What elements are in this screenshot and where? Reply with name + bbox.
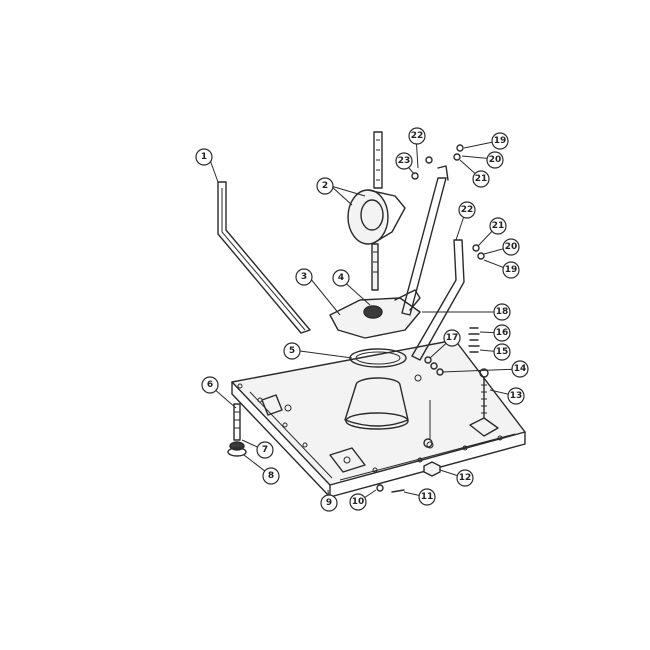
svg-text:13: 13	[510, 391, 523, 401]
svg-text:11: 11	[421, 492, 434, 502]
svg-text:20: 20	[489, 155, 502, 165]
svg-text:21: 21	[475, 174, 488, 184]
center-cone	[344, 377, 409, 430]
hardware-upper-right	[411, 144, 485, 260]
callout-22-upper: 22	[408, 127, 426, 145]
callout-21-lower: 21	[489, 217, 507, 235]
svg-text:14: 14	[514, 364, 527, 374]
pulley-assembly	[329, 289, 421, 339]
callout-18: 18	[493, 303, 511, 321]
svg-text:10: 10	[352, 497, 365, 507]
callout-3: 3	[295, 268, 313, 286]
brace-rod-right	[411, 239, 465, 361]
callout-7: 7	[256, 441, 274, 459]
svg-text:17: 17	[446, 333, 459, 343]
callout-1: 1	[195, 148, 213, 166]
svg-text:7: 7	[262, 445, 268, 455]
screw-10-11	[376, 484, 405, 493]
nut-12	[423, 461, 441, 477]
svg-text:2: 2	[322, 181, 328, 191]
svg-text:18: 18	[496, 307, 509, 317]
spring-stack	[468, 327, 480, 353]
bolt-stack-14	[423, 356, 444, 448]
svg-text:9: 9	[326, 498, 332, 508]
callout-5: 5	[283, 342, 301, 360]
callout-10: 10	[349, 493, 367, 511]
callout-6: 6	[201, 376, 219, 394]
callout-16: 16	[493, 324, 511, 342]
bracket-arm	[217, 181, 311, 334]
callout-4: 4	[332, 269, 350, 287]
callout-17: 17	[443, 329, 461, 347]
svg-text:8: 8	[268, 471, 274, 481]
callout-9: 9	[320, 494, 338, 512]
svg-text:3: 3	[301, 272, 307, 282]
callout-8: 8	[262, 467, 280, 485]
callout-20-upper: 20	[486, 151, 504, 169]
transmission-gearcase	[347, 131, 406, 291]
svg-text:22: 22	[411, 131, 424, 141]
svg-text:15: 15	[496, 347, 509, 357]
bolt-13	[469, 368, 499, 437]
svg-text:16: 16	[496, 328, 509, 338]
leveling-foot	[227, 403, 247, 457]
svg-text:6: 6	[207, 380, 213, 390]
callout-21-upper: 21	[472, 170, 490, 188]
callout-14: 14	[511, 360, 529, 378]
callout-13: 13	[507, 387, 525, 405]
callout-2: 2	[316, 177, 334, 195]
svg-text:21: 21	[492, 221, 505, 231]
callout-19-upper: 19	[491, 132, 509, 150]
svg-text:4: 4	[338, 273, 344, 283]
svg-text:19: 19	[505, 265, 518, 275]
callout-22-lower: 22	[458, 201, 476, 219]
callout-23: 23	[395, 152, 413, 170]
svg-text:12: 12	[459, 473, 472, 483]
svg-text:19: 19	[494, 136, 507, 146]
callout-11: 11	[418, 488, 436, 506]
svg-text:20: 20	[505, 242, 518, 252]
callout-15: 15	[493, 343, 511, 361]
svg-text:5: 5	[289, 346, 295, 356]
callout-12: 12	[456, 469, 474, 487]
svg-text:23: 23	[398, 156, 411, 166]
svg-text:22: 22	[461, 205, 474, 215]
callout-19-lower: 19	[502, 261, 520, 279]
brace-rod-upper	[401, 165, 449, 316]
svg-text:1: 1	[201, 152, 207, 162]
callout-20-lower: 20	[502, 238, 520, 256]
